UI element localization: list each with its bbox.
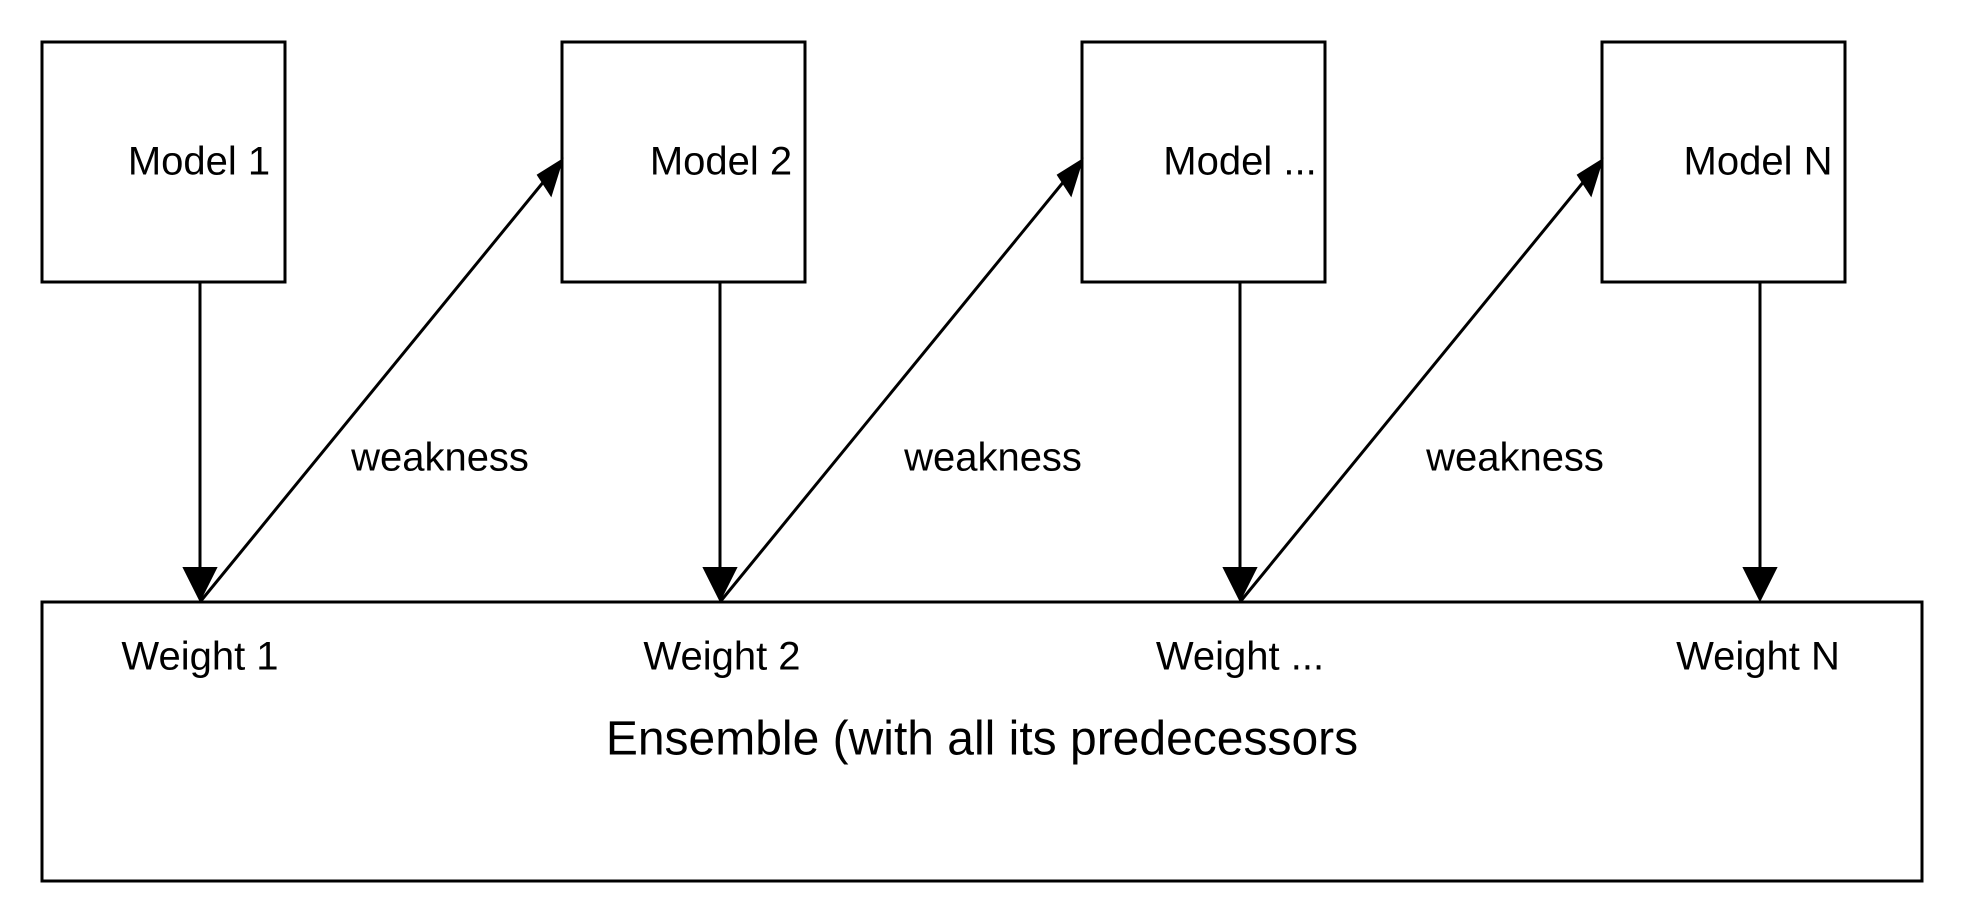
weight-label-3: Weight ... (1156, 635, 1324, 679)
weight-label-2: Weight 2 (643, 635, 800, 679)
model-label-2: Model 2 (650, 140, 792, 184)
weight-label-1: Weight 1 (121, 635, 278, 679)
ensemble-node: Weight 1 Weight 2 Weight ... Weight N En… (40, 600, 1924, 883)
weakness-label-2: weakness (903, 436, 1082, 480)
arrowhead-down-4 (1742, 567, 1778, 603)
model-to-weight-arrow-2 (702, 282, 738, 603)
model-to-weight-arrow-4 (1742, 282, 1778, 603)
model-node-4: Model N (1600, 40, 1847, 284)
model-node-2: Model 2 (560, 40, 807, 284)
model-label-1: Model 1 (128, 140, 270, 184)
arrowhead-diag-1 (536, 157, 564, 198)
model-label-3: Model ... (1163, 140, 1316, 184)
weakness-label-1: weakness (350, 436, 529, 480)
arrowhead-down-1 (182, 567, 218, 603)
arrowhead-down-3 (1222, 567, 1258, 603)
arrowhead-down-2 (702, 567, 738, 603)
weakness-arrow-1 (198, 157, 564, 603)
weakness-arrow-2 (718, 157, 1084, 603)
model-to-weight-arrow-1 (182, 282, 218, 603)
arrowhead-diag-2 (1056, 157, 1084, 198)
model-box-3 (1080, 40, 1327, 284)
model-box-4 (1600, 40, 1847, 284)
weakness-label-3: weakness (1425, 436, 1604, 480)
weight-label-4: Weight N (1676, 635, 1840, 679)
arrowhead-diag-3 (1576, 157, 1604, 198)
model-node-3: Model ... (1080, 40, 1327, 284)
ensemble-box (40, 600, 1924, 883)
model-label-4: Model N (1684, 140, 1833, 184)
ensemble-label: Ensemble (with all its predecessors (606, 713, 1358, 766)
model-node-1: Model 1 (40, 40, 287, 284)
model-box-1 (40, 40, 287, 284)
model-to-weight-arrow-3 (1222, 282, 1258, 603)
model-box-2 (560, 40, 807, 284)
weakness-arrow-3 (1238, 157, 1604, 603)
